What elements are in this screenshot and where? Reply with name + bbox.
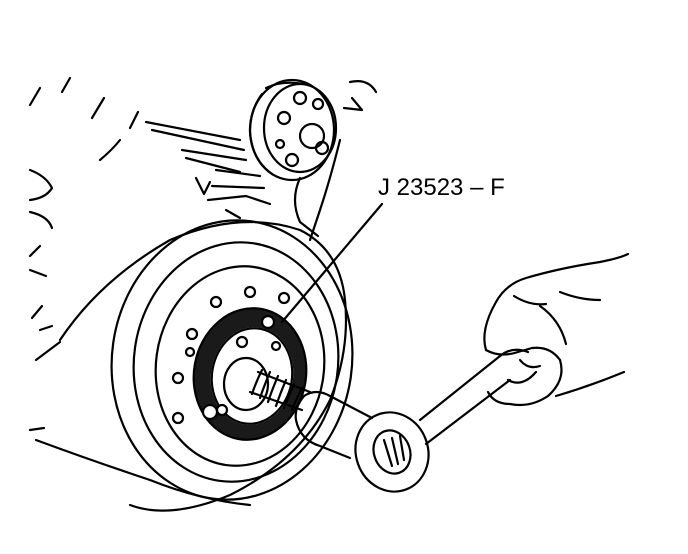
balancer-hole	[209, 295, 223, 309]
engine-block-sketch	[28, 76, 252, 507]
plate-slot-right	[270, 340, 282, 352]
plate-center-hub	[222, 356, 270, 412]
idler-pulley	[248, 78, 338, 182]
balancer-hole	[171, 411, 185, 425]
balancer-hole	[185, 327, 199, 341]
tool-number-callout: J 23523 – F	[378, 174, 505, 201]
plate-bolt-bottom	[201, 403, 219, 421]
callout-leader-line	[280, 202, 384, 324]
plate-slot-left	[235, 335, 249, 349]
plate-bolt-top	[260, 314, 276, 330]
pulley-hole-left	[276, 110, 292, 126]
pulley-hub	[298, 122, 326, 150]
pulley-hole-bottom	[284, 152, 300, 168]
balancer-hole	[171, 371, 185, 385]
balancer-hole	[243, 285, 257, 299]
mounting-bracket	[144, 80, 378, 242]
ratchet-wrench	[294, 348, 538, 493]
balancer-hole	[184, 346, 196, 358]
harmonic-balancer	[58, 219, 354, 512]
pulley-hole-lower-right	[314, 140, 330, 156]
balancer-hole	[277, 291, 291, 305]
technician-hand	[483, 252, 630, 407]
pulley-hole-right	[311, 97, 325, 111]
plate-bolt-bottom-2	[215, 403, 229, 417]
pulley-hole-lower-left	[274, 138, 286, 150]
pulley-hole-top	[292, 90, 308, 106]
forcing-screw	[248, 368, 312, 412]
